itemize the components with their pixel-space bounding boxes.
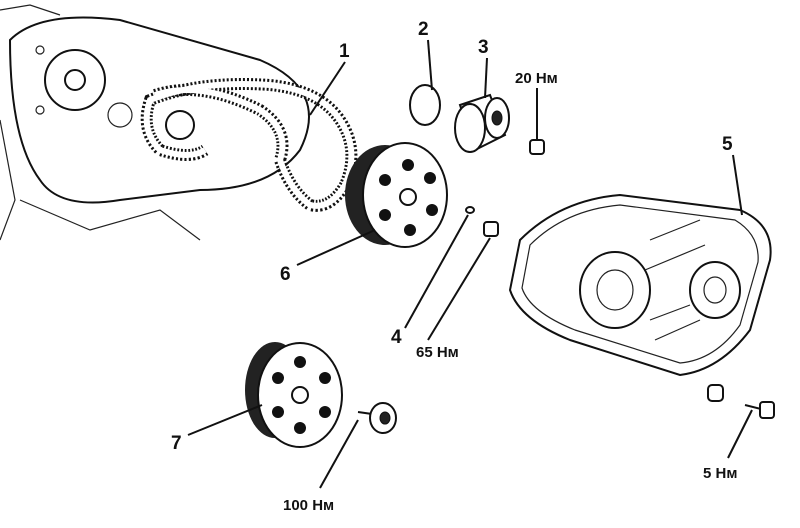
label-crankshaft-bolt-torque: 100 Нм <box>283 497 334 514</box>
label-tensioner: 3 <box>478 37 489 58</box>
label-cover-bolt-torque: 5 Нм <box>703 465 737 482</box>
timing-cover <box>508 193 772 377</box>
label-cover: 5 <box>722 134 733 155</box>
label-tensioner-torque: 20 Нм <box>515 70 558 87</box>
label-camshaft-sprocket: 6 <box>280 264 291 285</box>
label-camshaft-bolt-torque: 65 Нм <box>416 344 459 361</box>
crankshaft-bolt <box>357 402 397 434</box>
timing-belt <box>140 78 358 212</box>
engine-rear-cover <box>0 4 310 241</box>
tensioner-nut <box>529 139 545 155</box>
cover-grommet <box>707 384 724 402</box>
oil-seal <box>409 84 441 126</box>
sprocket-key <box>465 206 475 214</box>
cover-bolt <box>744 401 775 419</box>
crankshaft-sprocket <box>245 342 343 448</box>
tensioner-pulley <box>454 93 510 153</box>
label-key: 4 <box>391 327 402 348</box>
label-belt: 1 <box>339 41 350 62</box>
camshaft-sprocket <box>345 142 448 248</box>
label-crankshaft-sprocket: 7 <box>171 433 182 454</box>
label-seal: 2 <box>418 19 429 40</box>
leader-lines <box>187 39 753 489</box>
camshaft-bolt <box>483 221 499 237</box>
